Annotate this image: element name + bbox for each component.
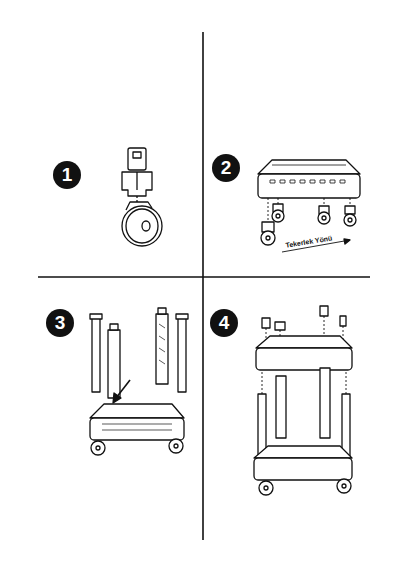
step-number: 4 [210,309,238,337]
step-number-text: 2 [221,157,232,179]
step-number-text: 3 [55,312,66,334]
step-number: 3 [46,309,74,337]
step-number-text: 1 [62,164,73,186]
step-number: 2 [212,154,240,182]
direction-label: Tekerlek Yönü [284,234,334,249]
step-number-text: 4 [219,312,230,334]
step-number: 1 [53,161,81,189]
